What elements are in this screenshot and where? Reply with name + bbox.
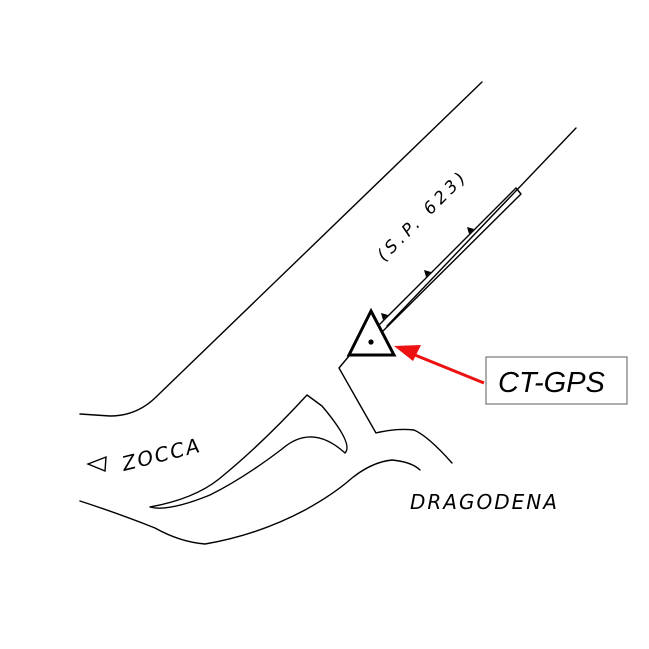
direction-triangle-icon [86, 455, 107, 473]
wall-tick-marker [467, 227, 474, 234]
gps-station-triangle-icon[interactable] [346, 307, 397, 357]
callout-box[interactable]: CT-GPS [485, 356, 628, 405]
callout-label: CT-GPS [498, 367, 606, 399]
place-label-dragodena: DRAGODENA [410, 490, 559, 514]
road-sp623-label: (S.P. 623) [373, 166, 472, 265]
road-sp623-left-edge [79, 81, 483, 417]
wall-tick-marker [424, 270, 431, 277]
road-dragodena-upper-edge [338, 355, 453, 464]
road-sp623-right-edge [386, 127, 577, 327]
wall-tick-marker [381, 313, 388, 320]
road-wall-inner-line [379, 187, 517, 325]
callout-arrow [394, 345, 485, 385]
road-lower-edge [79, 459, 421, 545]
road-wall-strip [382, 187, 522, 332]
place-label-zocca: ZOCCA [118, 433, 203, 476]
traffic-island-outline [149, 394, 348, 509]
